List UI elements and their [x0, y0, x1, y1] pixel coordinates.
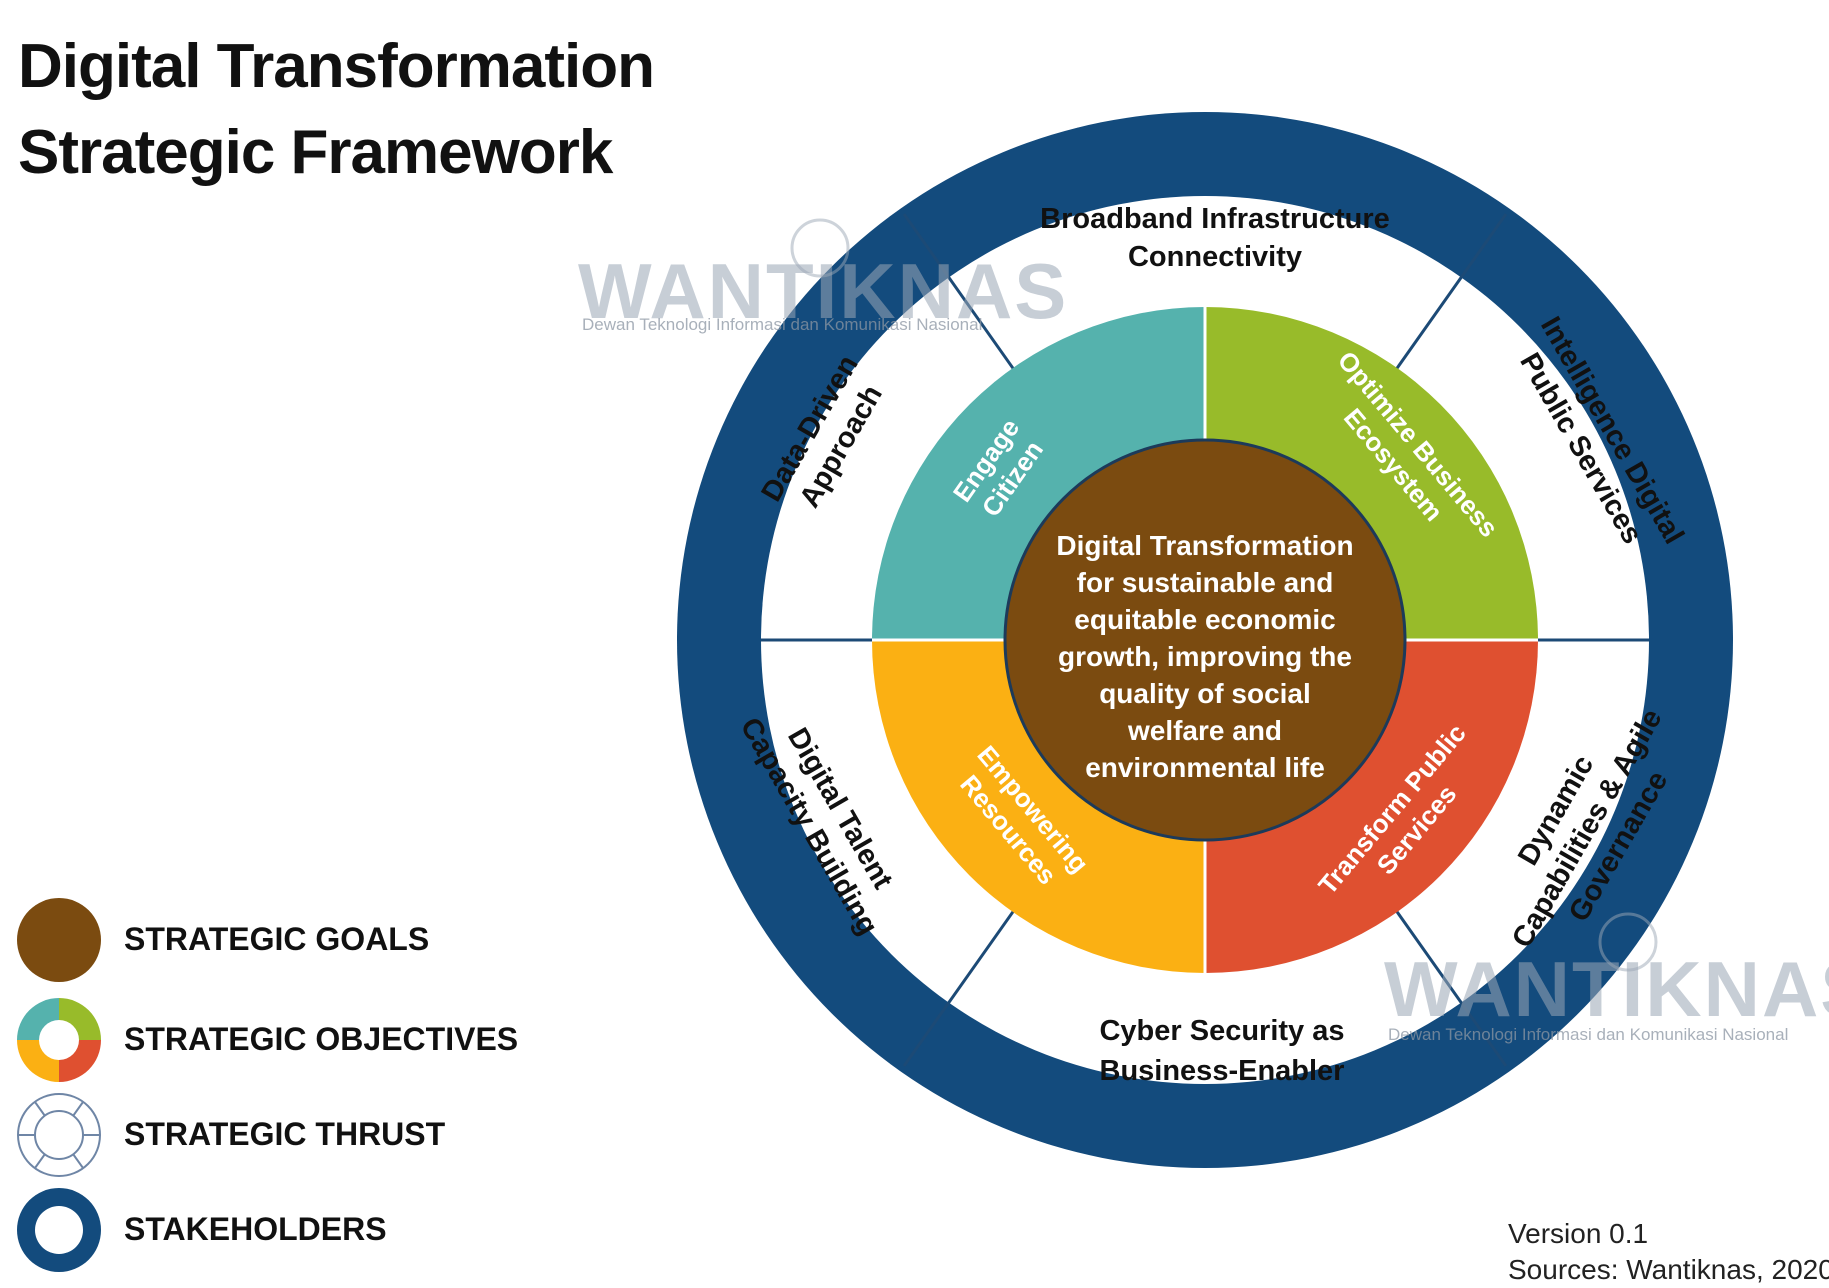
watermark-bottom-subtitle: Dewan Teknologi Informasi dan Komunikasi… — [1388, 1025, 1788, 1044]
thrust-broadband-line-2: Connectivity — [1128, 241, 1302, 273]
goal-line-5: quality of social — [1099, 678, 1311, 709]
legend-stakeholders: STAKEHOLDERS — [14, 1185, 574, 1275]
thrust-cyber-line-1: Cyber Security as — [1099, 1015, 1344, 1047]
watermark-bottom-logo: WANTIKNAS — [1384, 945, 1829, 1033]
legend-thrust: STRATEGIC THRUST — [14, 1090, 574, 1180]
legend-objectives-label: STRATEGIC OBJECTIVES — [124, 1021, 519, 1057]
legend-goals: STRATEGIC GOALS — [14, 895, 574, 985]
footer: Version 0.1 Sources: Wantiknas, 2020 — [1508, 1216, 1829, 1288]
title-line-2: Strategic Framework — [18, 118, 613, 187]
page-title: Digital Transformation Strategic Framewo… — [18, 24, 655, 196]
goal-line-6: welfare and — [1127, 715, 1282, 746]
watermark-bottom: WANTIKNAS Dewan Teknologi Informasi dan … — [1384, 912, 1829, 1044]
stakeholder-government: Government — [1048, 40, 1334, 113]
thrust-broadband: Broadband Infrastructure Connectivity — [1040, 203, 1390, 273]
legend-goals-icon — [17, 898, 101, 982]
title-line-1: Digital Transformation — [18, 32, 655, 101]
watermark-globe-icon-2 — [1598, 912, 1658, 972]
legend-stakeholders-label: STAKEHOLDERS — [124, 1211, 387, 1247]
legend-objectives-icon — [17, 998, 101, 1082]
thrust-broadband-line-1: Broadband Infrastructure — [1040, 203, 1390, 235]
stakeholder-business: Business — [612, 533, 665, 746]
legend-objectives: STRATEGIC OBJECTIVES — [14, 995, 574, 1085]
goal-line-7: environmental life — [1085, 752, 1325, 783]
sources-text: Sources: Wantiknas, 2020 — [1508, 1254, 1829, 1285]
strategic-goal-core — [1003, 438, 1407, 842]
legend-goals-label: STRATEGIC GOALS — [124, 921, 430, 957]
stakeholder-community: Community — [1751, 508, 1804, 772]
watermark-globe-icon — [790, 218, 850, 278]
thrust-cyber-line-2: Business-Enabler — [1100, 1055, 1345, 1087]
watermark-top: WANTIKNAS Dewan Teknologi Informasi dan … — [578, 218, 1068, 335]
stakeholder-academia: Academia — [1093, 1167, 1323, 1232]
legend-thrust-icon — [17, 1093, 101, 1177]
watermark-top-logo: WANTIKNAS — [578, 247, 1068, 335]
legend-stakeholders-icon — [17, 1188, 101, 1272]
legend-thrust-label: STRATEGIC THRUST — [124, 1116, 446, 1152]
goal-line-4: growth, improving the — [1058, 641, 1352, 672]
goal-line-1: Digital Transformation — [1056, 530, 1353, 561]
watermark-top-subtitle: Dewan Teknologi Informasi dan Komunikasi… — [582, 315, 982, 334]
version-text: Version 0.1 — [1508, 1218, 1649, 1249]
thrust-cyber-security: Cyber Security as Business-Enabler — [1099, 1015, 1344, 1087]
goal-line-2: for sustainable and — [1077, 567, 1334, 598]
strategic-goal-text: Digital Transformation for sustainable a… — [1056, 530, 1353, 783]
goal-line-3: equitable economic — [1074, 604, 1335, 635]
